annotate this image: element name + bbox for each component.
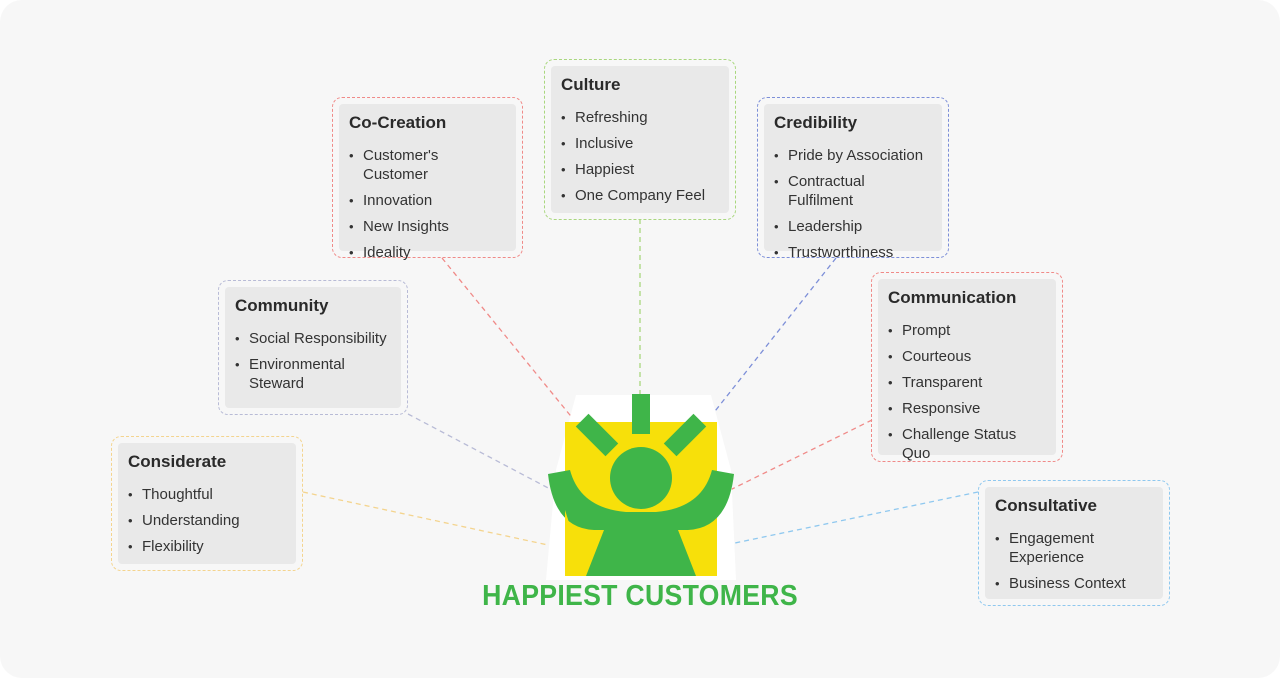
list-item: Transparent: [888, 373, 1046, 392]
list-item: Business Context: [995, 574, 1153, 593]
logo-body-arms: [548, 470, 734, 576]
node-culture-panel: Culture Refreshing Inclusive Happiest On…: [551, 66, 729, 213]
list-item: Inclusive: [561, 134, 719, 153]
list-item: Environmental Steward: [235, 355, 369, 393]
list-item: Refreshing: [561, 108, 719, 127]
list-item: Challenge Status Quo: [888, 425, 1046, 463]
node-credibility-panel: Credibility Pride by Association Contrac…: [764, 104, 942, 262]
list-item: Happiest: [561, 160, 719, 179]
center-title: HAPPIEST CUSTOMERS: [482, 580, 798, 612]
list-item: Innovation: [349, 191, 506, 210]
node-consultative-title: Consultative: [995, 496, 1098, 515]
list-item: Courteous: [888, 347, 1046, 366]
list-item: Thoughtful: [128, 485, 286, 504]
node-community-panel: Community Social Responsibility Environm…: [225, 287, 401, 408]
connector-considerate: [302, 491, 549, 546]
list-item: Trustworthiness: [774, 243, 932, 262]
list-item: Customer's Customer: [349, 146, 506, 184]
node-communication-list: Prompt Courteous Transparent Responsive …: [888, 321, 1046, 463]
node-consultative: Consultative Engagement Experience Busin…: [978, 480, 1170, 606]
connector-community: [407, 413, 553, 491]
list-item: Pride by Association: [774, 146, 932, 165]
node-cocreation: Co-Creation Customer's Customer Innovati…: [332, 97, 523, 262]
list-item: Engagement Experience: [995, 529, 1119, 567]
node-consultative-list: Engagement Experience Business Context: [995, 529, 1153, 593]
node-culture-title: Culture: [561, 75, 621, 94]
connector-credibility: [707, 257, 837, 421]
logo-ray-left: [575, 413, 619, 457]
list-item: Flexibility: [128, 537, 286, 556]
node-communication-title: Communication: [888, 288, 1017, 307]
node-cocreation-title: Co-Creation: [349, 113, 447, 132]
node-cocreation-list: Customer's Customer Innovation New Insig…: [349, 146, 506, 262]
logo-head: [610, 447, 672, 509]
logo-body-gap: [565, 510, 586, 576]
list-item: Leadership: [774, 217, 932, 236]
node-considerate-title: Considerate: [128, 452, 227, 471]
logo-ray-center: [632, 394, 650, 434]
happiest-customer-logo: [546, 394, 736, 580]
connector-consultative: [734, 491, 979, 544]
list-item: New Insights: [349, 217, 506, 236]
node-credibility: Credibility Pride by Association Contrac…: [757, 97, 949, 262]
node-culture: Culture Refreshing Inclusive Happiest On…: [544, 59, 736, 220]
connector-cocreation: [441, 257, 575, 421]
list-item: Understanding: [128, 511, 286, 530]
node-considerate: Considerate Thoughtful Understanding Fle…: [111, 436, 303, 571]
list-item: Ideality: [349, 243, 506, 262]
node-communication: Communication Prompt Courteous Transpare…: [871, 272, 1063, 462]
node-consultative-panel: Consultative Engagement Experience Busin…: [985, 487, 1163, 599]
node-community-title: Community: [235, 296, 329, 315]
list-item: Prompt: [888, 321, 1046, 340]
connector-communication: [729, 419, 873, 491]
node-considerate-list: Thoughtful Understanding Flexibility: [128, 485, 286, 556]
node-culture-list: Refreshing Inclusive Happiest One Compan…: [561, 108, 719, 205]
node-communication-panel: Communication Prompt Courteous Transpare…: [878, 279, 1056, 462]
list-item: Contractual Fulfilment: [774, 172, 932, 210]
list-item: Social Responsibility: [235, 329, 391, 348]
list-item: Responsive: [888, 399, 1046, 418]
node-cocreation-panel: Co-Creation Customer's Customer Innovati…: [339, 104, 516, 262]
logo-ray-right: [663, 413, 707, 457]
node-community-list: Social Responsibility Environmental Stew…: [235, 329, 391, 393]
node-credibility-list: Pride by Association Contractual Fulfilm…: [774, 146, 932, 262]
node-considerate-panel: Considerate Thoughtful Understanding Fle…: [118, 443, 296, 564]
list-item: One Company Feel: [561, 186, 719, 205]
node-community: Community Social Responsibility Environm…: [218, 280, 408, 415]
node-credibility-title: Credibility: [774, 113, 858, 132]
